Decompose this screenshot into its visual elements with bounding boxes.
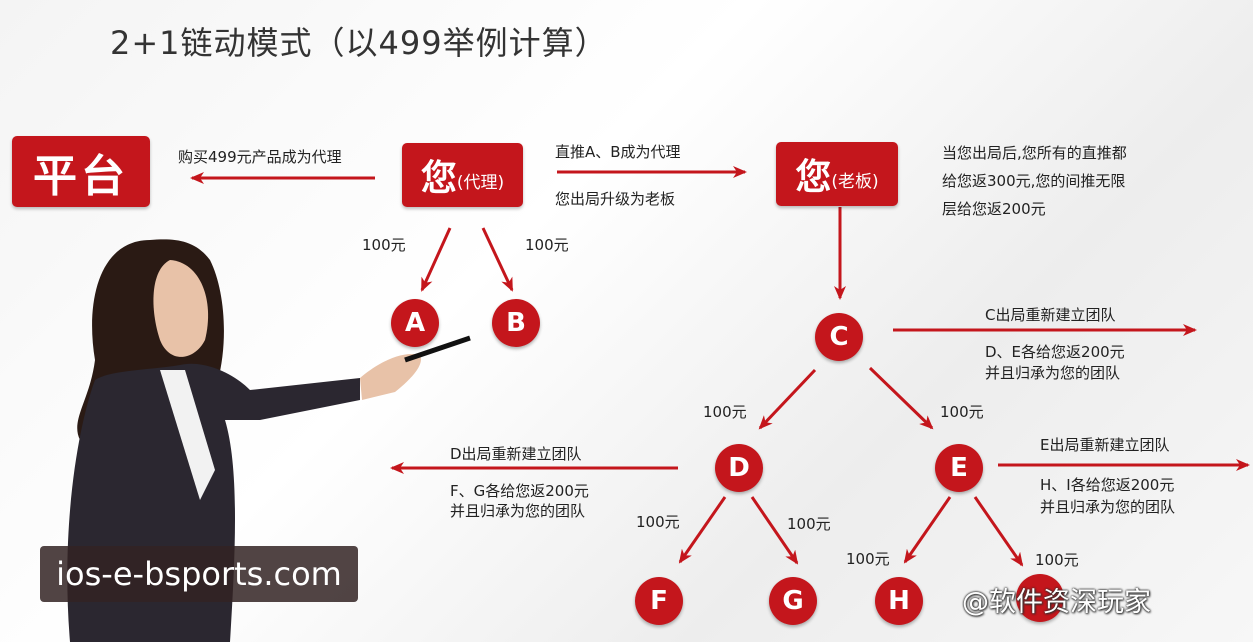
arrow-d-to-g <box>750 496 799 565</box>
node-g: G <box>769 577 817 625</box>
upgrade-label: 您出局升级为老板 <box>555 190 676 208</box>
boss-description: 当您出局后,您所有的直推都 给您返300元,您的间推无限 层给您返200元 <box>942 139 1127 223</box>
amount-label: 100元 <box>703 403 747 421</box>
d-inherit-label: 并且归承为您的团队 <box>450 502 586 520</box>
amount-label: 100元 <box>787 515 831 533</box>
arrow-e-to-i <box>973 496 1024 567</box>
c-out-label: C出局重新建立团队 <box>985 306 1116 324</box>
page-title: 2+1链动模式（以499举例计算） <box>110 24 608 62</box>
arrow-to-b <box>481 227 514 292</box>
d-out-label: D出局重新建立团队 <box>450 445 582 463</box>
you-agent-box: 您(代理) <box>402 143 523 207</box>
arrow-e-to-h <box>903 496 952 564</box>
e-give-label: H、I各给您返200元 <box>1040 476 1175 494</box>
arrow-to-a <box>420 227 452 292</box>
you-label: 您 <box>420 158 457 199</box>
node-b: B <box>492 299 540 347</box>
c-inherit-label: 并且归承为您的团队 <box>985 364 1121 382</box>
you-label: 您 <box>795 157 832 198</box>
e-inherit-label: 并且归承为您的团队 <box>1040 498 1176 516</box>
e-out-label: E出局重新建立团队 <box>1040 436 1170 454</box>
c-give-label: D、E各给您返200元 <box>985 343 1125 361</box>
platform-label: 平台 <box>33 150 129 202</box>
amount-label: 100元 <box>1035 551 1079 569</box>
credit-watermark: @软件资深玩家 <box>962 587 1151 618</box>
node-i <box>1016 574 1064 622</box>
platform-box: 平台 <box>12 136 150 207</box>
amount-label: 100元 <box>940 403 984 421</box>
amount-label: 100元 <box>525 236 569 254</box>
node-e: E <box>935 444 983 492</box>
node-c: C <box>815 313 863 361</box>
arrow-d-to-f <box>678 496 727 564</box>
amount-label: 100元 <box>846 550 890 568</box>
you-boss-box: 您(老板) <box>776 142 898 206</box>
role-label: (老板) <box>831 171 879 192</box>
desc-line: 给您返300元,您的间推无限 <box>942 172 1126 190</box>
node-a: A <box>391 299 439 347</box>
d-give-label: F、G各给您返200元 <box>450 482 589 500</box>
node-f: F <box>635 577 683 625</box>
desc-line: 当您出局后,您所有的直推都 <box>942 144 1127 162</box>
node-d: D <box>715 444 763 492</box>
amount-label: 100元 <box>636 513 680 531</box>
arrow-c-to-e <box>868 366 934 430</box>
direct-label: 直推A、B成为代理 <box>555 143 681 161</box>
watermark: ios-e-bsports.com <box>40 546 358 602</box>
amount-label: 100元 <box>362 236 406 254</box>
desc-line: 层给您返200元 <box>942 200 1046 218</box>
arrow-c-to-d <box>758 368 817 430</box>
buy-label: 购买499元产品成为代理 <box>178 148 342 166</box>
role-label: (代理) <box>456 172 505 193</box>
node-h: H <box>875 577 923 625</box>
